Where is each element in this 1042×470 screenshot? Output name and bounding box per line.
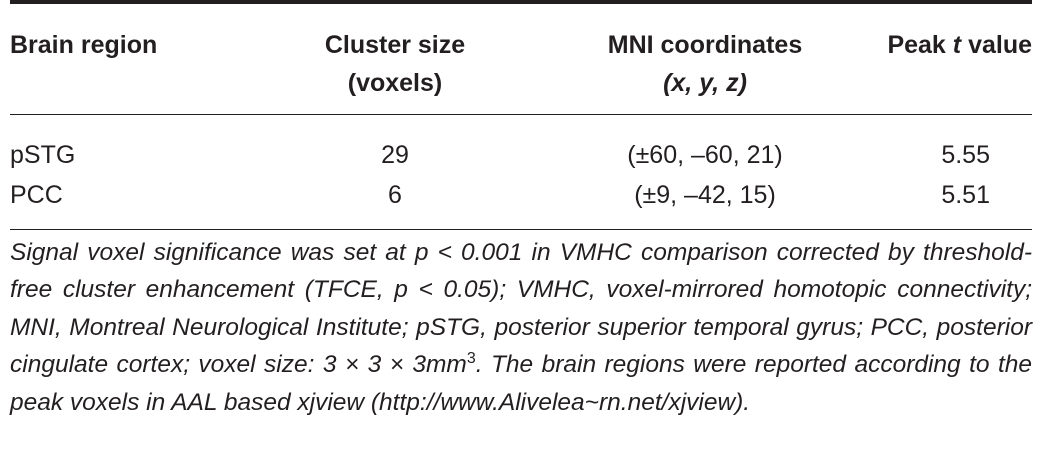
header-brain-region-label: Brain region	[10, 31, 158, 59]
table-row: PCC 6 (±9, –42, 15) 5.51	[10, 175, 1032, 229]
header-mni-line1: MNI coordinates	[607, 31, 803, 59]
cell-mni: (±60, –60, 21)	[627, 140, 783, 169]
cell-region: pSTG	[10, 140, 76, 169]
top-rule	[10, 0, 1032, 4]
header-peak-suffix: value	[961, 31, 1032, 59]
footnote-superscript: 3	[466, 349, 476, 367]
header-cluster-size-line2: (voxels)	[347, 69, 443, 97]
cell-peak-t: 5.55	[941, 140, 990, 169]
table-footnote: Signal voxel significance was set at p <…	[10, 234, 1032, 422]
cell-cluster-size: 6	[388, 180, 402, 209]
header-mni-coordinates: MNI coordinates (x, y, z)	[470, 4, 860, 114]
cell-cluster-size: 29	[381, 140, 409, 169]
table-body: pSTG 29 (±60, –60, 21) 5.55 PCC 6 (±9, –…	[10, 114, 1032, 229]
results-table: Brain region Cluster size (voxels) MNI c…	[10, 4, 1032, 230]
cell-region: PCC	[10, 180, 63, 209]
header-mni-line2: (x, y, z)	[663, 69, 747, 97]
header-cluster-size-line1: Cluster size	[324, 31, 466, 59]
footnote-main-text: Signal voxel significance was set at p <…	[10, 238, 1032, 379]
header-peak-t: t	[952, 31, 962, 59]
table-header: Brain region Cluster size (voxels) MNI c…	[10, 4, 1032, 114]
header-brain-region: Brain region	[10, 4, 260, 114]
header-peak-t-value: Peak t value	[860, 4, 1032, 114]
table-row: pSTG 29 (±60, –60, 21) 5.55	[10, 114, 1032, 175]
cell-mni: (±9, –42, 15)	[634, 180, 776, 209]
header-peak-prefix: Peak	[887, 31, 953, 59]
cell-peak-t: 5.51	[941, 180, 990, 209]
header-cluster-size: Cluster size (voxels)	[260, 4, 470, 114]
footnote-tail-text: . The brain regions were reported accord…	[10, 351, 1033, 416]
